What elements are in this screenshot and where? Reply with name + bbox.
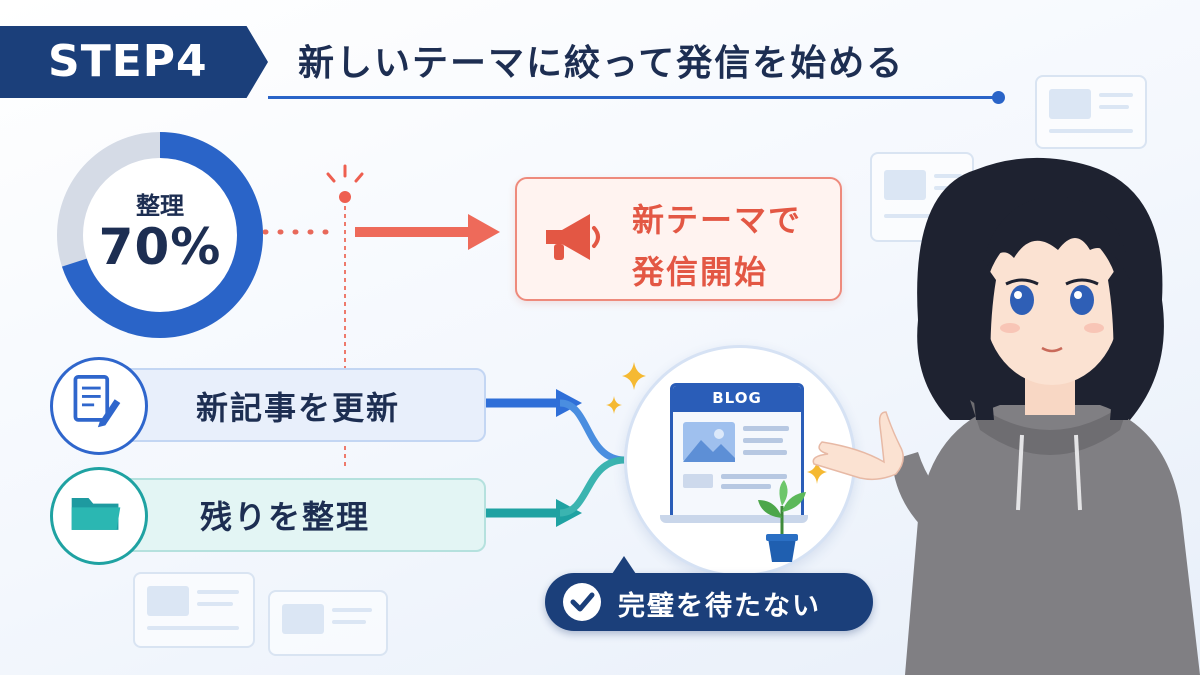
progress-label: 整理 xyxy=(136,192,184,220)
progress-ring-fill xyxy=(57,132,263,338)
arrow-head-icon xyxy=(468,214,500,250)
sparkle-icon xyxy=(807,460,827,484)
document-pencil-icon xyxy=(73,374,121,428)
step-label: STEP4 xyxy=(48,36,208,87)
organize-rest-icon-circle xyxy=(50,467,148,565)
laptop-base xyxy=(660,515,808,523)
megaphone-icon xyxy=(546,214,600,260)
progress-ring xyxy=(57,132,263,338)
plant-icon xyxy=(758,480,806,562)
decorative-card xyxy=(133,572,255,648)
decorative-card xyxy=(268,590,388,656)
flow-merge-teal xyxy=(559,456,626,517)
alert-ray xyxy=(326,172,336,183)
image-placeholder-icon xyxy=(884,170,926,200)
new-articles-icon-circle xyxy=(50,357,148,455)
blog-window-bar xyxy=(673,386,801,412)
blog-window-icon: BLOG xyxy=(670,383,804,521)
alert-dot xyxy=(339,191,351,203)
title-underline-dot xyxy=(992,91,1005,104)
badge-check-circle xyxy=(563,583,601,621)
check-icon xyxy=(570,592,595,612)
image-placeholder-icon xyxy=(147,586,189,616)
blog-window-label: BLOG xyxy=(712,389,762,407)
sparkle-icon xyxy=(606,362,646,414)
character-illustration xyxy=(812,157,1200,675)
title-underline xyxy=(268,96,998,99)
announce-line-1: 新テーマで xyxy=(632,201,803,239)
badge-tail xyxy=(612,556,636,574)
folder-icon xyxy=(71,498,121,530)
flow-merge-blue xyxy=(559,399,626,464)
decorative-card xyxy=(1035,75,1147,149)
header-band xyxy=(0,26,268,98)
announce-card xyxy=(515,177,842,301)
organize-rest-label: 残りを整理 xyxy=(200,498,371,536)
alert-ray xyxy=(354,172,364,183)
progress-value: 70% xyxy=(98,218,222,276)
new-articles-label: 新記事を更新 xyxy=(196,389,401,427)
announce-line-2: 発信開始 xyxy=(632,253,769,291)
image-placeholder-icon xyxy=(683,422,735,462)
badge-label: 完璧を待たない xyxy=(618,591,821,622)
image-placeholder-icon xyxy=(282,604,324,634)
action-organize-rest xyxy=(96,478,486,552)
image-placeholder-icon xyxy=(1049,89,1091,119)
page-title: 新しいテーマに絞って発信を始める xyxy=(298,43,905,84)
